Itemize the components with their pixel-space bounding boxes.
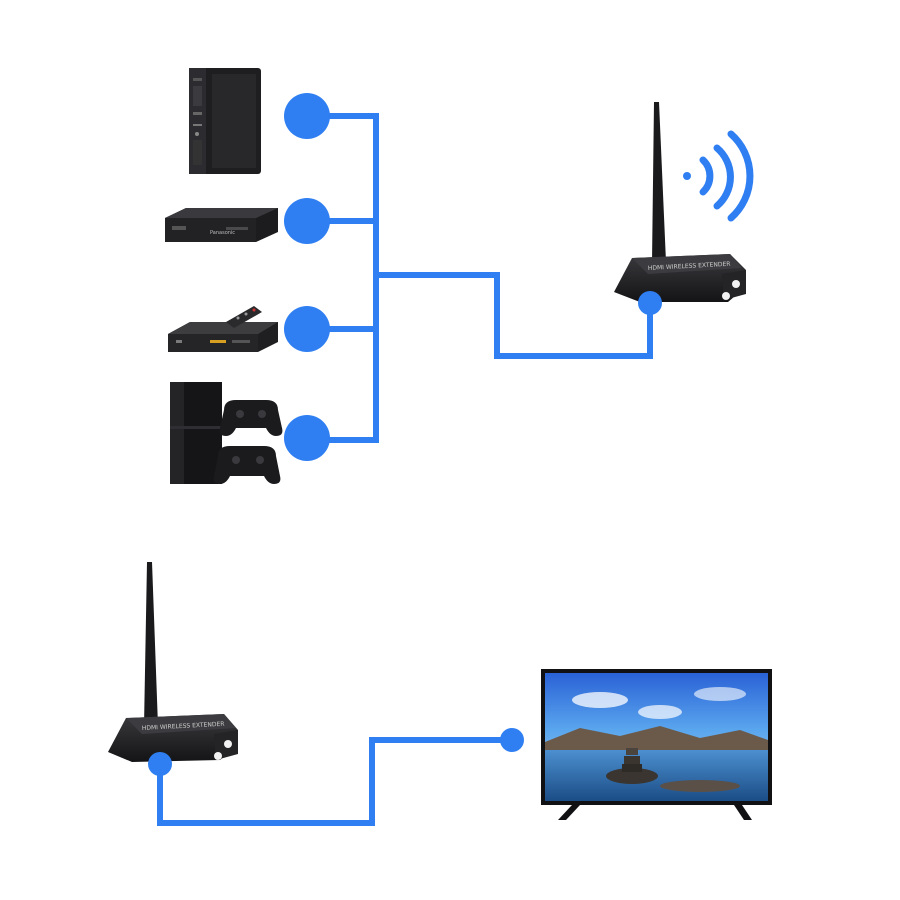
transmitter-label: HDMI WIRELESS EXTENDER (648, 261, 731, 272)
television-icon (541, 669, 772, 820)
bus-line (307, 113, 379, 443)
set-top-box-icon (168, 306, 278, 352)
controller-icon (219, 400, 283, 436)
tv-screen-landscape (545, 687, 768, 801)
tv-leg-right (734, 805, 752, 820)
connector-dot-tv (500, 728, 524, 752)
connector-dot-console (284, 415, 330, 461)
receiver-to-tv-line (157, 737, 512, 826)
blu-ray-player-icon: Panasonic (165, 208, 278, 242)
connector-dot-receiver (148, 752, 172, 776)
controller-icon (213, 446, 281, 484)
tv-leg-left (558, 805, 580, 820)
svg-text:Panasonic: Panasonic (210, 230, 235, 236)
connector-dot-desktop (284, 93, 330, 139)
source-connector-lines (307, 113, 653, 443)
receiver-antenna (144, 562, 158, 726)
remote-control-icon (226, 306, 262, 328)
connector-dot-set-top-box (284, 306, 330, 352)
game-console-icon (170, 382, 283, 484)
source-connector-dots (284, 93, 330, 461)
wireless-transmitter-icon: HDMI WIRELESS EXTENDER (614, 102, 746, 302)
desktop-tower-icon (189, 68, 261, 174)
trunk-line-to-transmitter (376, 272, 653, 359)
wireless-receiver-icon: HDMI WIRELESS EXTENDER (108, 562, 238, 762)
connector-dot-transmitter (638, 291, 662, 315)
wifi-signal-icon (683, 130, 754, 222)
receiver-label: HDMI WIRELESS EXTENDER (142, 721, 225, 732)
transmitter-antenna (652, 102, 666, 262)
connector-dot-player (284, 198, 330, 244)
